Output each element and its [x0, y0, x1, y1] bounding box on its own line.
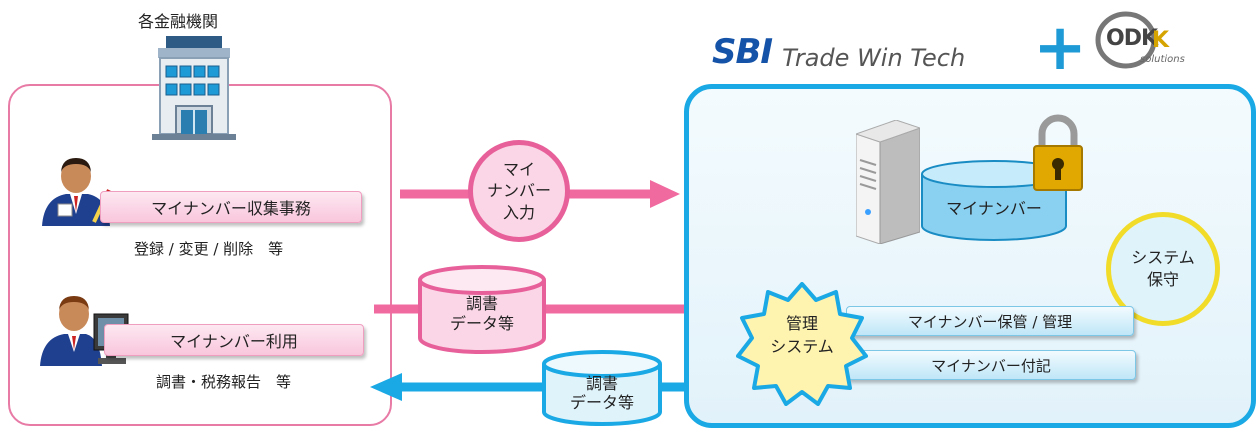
report-in-text: 調書 データ等 — [416, 294, 548, 334]
report-out-cylinder — [542, 350, 662, 426]
usage-note: 調書・税務報告 等 — [156, 373, 292, 391]
management-system-badge — [736, 282, 868, 406]
database-icon — [921, 160, 1067, 241]
report-out-text: 調書 データ等 — [540, 374, 664, 412]
odk-logo-k-accent: K — [1152, 28, 1170, 53]
database-label: マイナンバー — [946, 199, 1042, 218]
institution-box — [8, 84, 392, 426]
sbi-logo-mark: SBI — [712, 32, 773, 72]
sbi-logo-text: Trade Win Tech — [782, 44, 966, 72]
odk-logo-ring — [1095, 11, 1157, 69]
sbi-logo: SBI Trade Win Tech — [712, 28, 965, 72]
odk-logo: ODK K solutions — [1094, 10, 1200, 70]
input-circle: マイ ナンバー 入力 — [468, 140, 570, 242]
building-icon — [152, 36, 236, 140]
mgmt-line1: 管理 — [785, 314, 818, 333]
plus-icon: + — [1033, 11, 1087, 85]
input-arrowhead — [650, 180, 680, 208]
report-in-cylinder — [418, 265, 546, 354]
maintenance-line2: 保守 — [1146, 270, 1179, 289]
input-line3: 入力 — [502, 202, 535, 222]
input-line2: ナンバー — [486, 181, 551, 201]
usage-label: マイナンバー利用 — [104, 324, 364, 356]
report-out-line2: データ等 — [569, 393, 634, 413]
server-icon — [856, 120, 920, 244]
storage-label: マイナンバー保管 / 管理 — [846, 306, 1134, 336]
collection-label: マイナンバー収集事務 — [100, 191, 362, 223]
collection-note: 登録 / 変更 / 削除 等 — [134, 240, 284, 258]
assign-label: マイナンバー付記 — [846, 350, 1136, 380]
report-in-line1: 調書 — [465, 294, 498, 313]
report-out-line1: 調書 — [585, 374, 618, 393]
management-system-text: 管理 システム — [736, 312, 868, 358]
maintenance-line1: システム — [1131, 248, 1195, 268]
report-in-line2: データ等 — [449, 314, 514, 333]
input-line1: マイ — [502, 159, 535, 179]
odk-logo-text: ODK — [1106, 26, 1158, 51]
institution-title: 各金融機関 — [138, 12, 219, 31]
report-out-arrowhead — [370, 373, 402, 401]
mgmt-line2: システム — [770, 337, 834, 357]
odk-logo-sub: solutions — [1140, 54, 1185, 65]
lock-icon — [1033, 114, 1083, 191]
